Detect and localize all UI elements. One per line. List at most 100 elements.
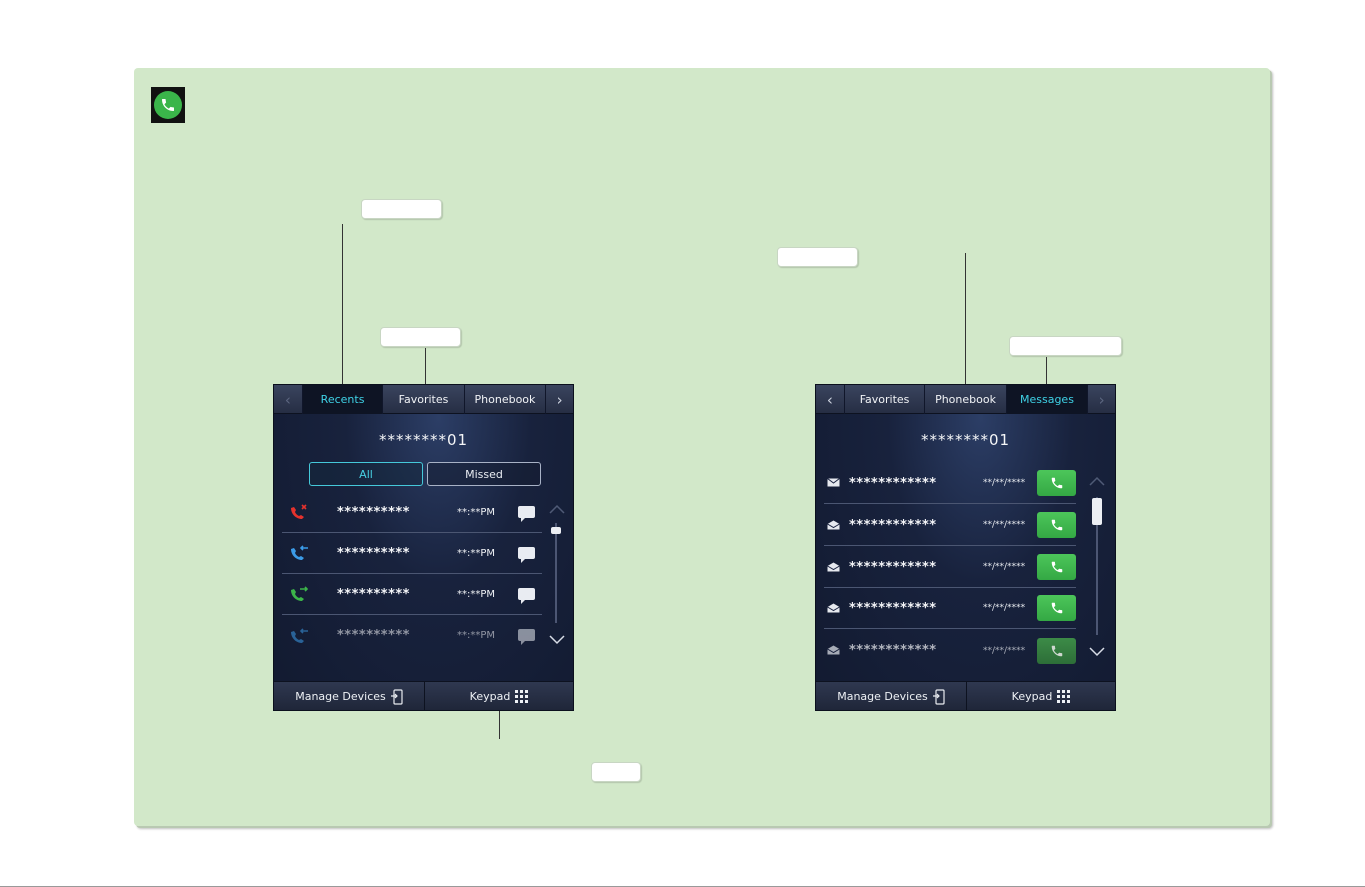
- bottom-bar: Manage Devices Keypad: [816, 681, 1115, 710]
- callout-line-phonebook: [965, 253, 966, 388]
- tab-favorites[interactable]: Favorites: [845, 385, 926, 414]
- callout-label-phonebook: [777, 247, 858, 267]
- callout-label-messages: [1009, 336, 1122, 356]
- call-time: **:**PM: [457, 630, 496, 641]
- call-name: **********: [337, 545, 410, 561]
- call-name: **********: [337, 628, 410, 643]
- message-date: **/**/****: [983, 603, 1026, 613]
- tab-phonebook[interactable]: Phonebook: [925, 385, 1007, 414]
- phone-icon: [1051, 602, 1062, 614]
- filter-all-button[interactable]: All: [309, 462, 423, 486]
- keypad-label: Keypad: [469, 690, 511, 703]
- filter-missed-button[interactable]: Missed: [427, 462, 541, 486]
- call-button[interactable]: [1037, 554, 1076, 580]
- message-bubble-icon[interactable]: [518, 506, 535, 522]
- tab-bar: ‹ Recents Favorites Phonebook ›: [274, 385, 573, 414]
- message-sender: ************: [849, 600, 937, 616]
- callout-label-keypad: [591, 762, 641, 782]
- message-row[interactable]: ************ **/**/****: [824, 505, 1076, 546]
- scrollbar-track[interactable]: [555, 523, 557, 623]
- message-sender: ************: [849, 475, 937, 491]
- tab-phonebook[interactable]: Phonebook: [465, 385, 547, 414]
- manage-devices-button[interactable]: Manage Devices: [816, 682, 966, 710]
- outgoing-call-icon: [288, 585, 310, 603]
- message-sender: ************: [849, 643, 937, 658]
- message-bubble-icon[interactable]: [518, 629, 535, 645]
- message-bubble-icon[interactable]: [518, 547, 535, 563]
- scroll-up-icon[interactable]: [548, 503, 566, 515]
- scroll-up-icon[interactable]: [1088, 475, 1106, 487]
- callout-label-favorites: [380, 327, 461, 347]
- message-date: **/**/****: [983, 645, 1026, 656]
- callout-line-messages: [1046, 357, 1047, 388]
- messages-screen: ‹ Favorites Phonebook Messages › *******…: [815, 384, 1116, 711]
- message-date: **/**/****: [983, 478, 1026, 488]
- keypad-grid-icon: [515, 690, 529, 703]
- call-name: **********: [337, 504, 410, 520]
- tab-recents[interactable]: Recents: [302, 385, 384, 414]
- call-button[interactable]: [1037, 470, 1076, 496]
- keypad-label: Keypad: [1011, 690, 1053, 703]
- tab-prev-arrow[interactable]: ‹: [816, 385, 845, 414]
- scroll-down-icon[interactable]: [548, 633, 566, 645]
- device-phone-icon: [932, 688, 945, 705]
- manage-devices-label: Manage Devices: [295, 690, 386, 703]
- call-time: **:**PM: [457, 506, 496, 518]
- callout-line-recents: [342, 224, 343, 387]
- scrollbar-thumb[interactable]: [551, 527, 561, 534]
- keypad-button[interactable]: Keypad: [966, 682, 1115, 710]
- tab-next-arrow[interactable]: ›: [1098, 390, 1105, 409]
- message-date: **/**/****: [983, 562, 1026, 572]
- manage-devices-button[interactable]: Manage Devices: [274, 682, 424, 710]
- call-name: **********: [337, 586, 410, 602]
- phone-app-icon: [151, 87, 185, 123]
- scrollbar-track[interactable]: [1096, 497, 1098, 635]
- message-bubble-icon[interactable]: [518, 588, 535, 604]
- read-mail-icon: [827, 520, 840, 530]
- call-button[interactable]: [1037, 512, 1076, 538]
- recents-screen: ‹ Recents Favorites Phonebook › ********…: [273, 384, 574, 711]
- call-button[interactable]: [1037, 637, 1076, 664]
- read-mail-icon: [827, 603, 840, 613]
- message-sender: ************: [849, 517, 937, 533]
- call-time: **:**PM: [457, 547, 496, 559]
- call-button[interactable]: [1037, 595, 1076, 621]
- unread-mail-icon: [827, 478, 840, 487]
- tab-next-arrow[interactable]: ›: [556, 390, 563, 409]
- message-row[interactable]: ************ **/**/****: [824, 630, 1076, 671]
- call-row[interactable]: ********** **:**PM: [282, 615, 542, 656]
- scroll-down-icon[interactable]: [1088, 645, 1106, 657]
- message-sender: ************: [849, 559, 937, 575]
- message-row[interactable]: ************ **/**/****: [824, 463, 1076, 504]
- scrollbar-thumb[interactable]: [1092, 498, 1102, 525]
- bottom-bar: Manage Devices Keypad: [274, 681, 573, 710]
- callout-line-favorites: [425, 348, 426, 387]
- call-time: **:**PM: [457, 588, 496, 600]
- call-row[interactable]: ********** **:**PM: [282, 574, 542, 615]
- phone-icon: [1051, 519, 1062, 531]
- phone-icon: [1051, 561, 1062, 573]
- keypad-button[interactable]: Keypad: [424, 682, 573, 710]
- message-date: **/**/****: [983, 520, 1026, 530]
- read-mail-icon: [827, 645, 840, 655]
- incoming-call-icon: [288, 627, 310, 645]
- read-mail-icon: [827, 562, 840, 572]
- tab-favorites[interactable]: Favorites: [383, 385, 465, 414]
- callout-line-keypad: [499, 706, 500, 739]
- call-row[interactable]: ********** **:**PM: [282, 492, 542, 533]
- call-row[interactable]: ********** **:**PM: [282, 533, 542, 574]
- phone-icon: [1051, 477, 1062, 489]
- manage-devices-label: Manage Devices: [837, 690, 928, 703]
- message-row[interactable]: ************ **/**/****: [824, 588, 1076, 629]
- device-phone-icon: [390, 688, 403, 705]
- callout-label-recents: [361, 199, 442, 219]
- phone-icon: [1051, 645, 1062, 656]
- missed-call-icon: [288, 503, 310, 521]
- tab-messages[interactable]: Messages: [1006, 385, 1089, 414]
- message-row[interactable]: ************ **/**/****: [824, 547, 1076, 588]
- tab-prev-arrow[interactable]: ‹: [274, 385, 303, 414]
- incoming-call-icon: [288, 544, 310, 562]
- device-phone-number: ********01: [920, 431, 1011, 449]
- tab-bar: ‹ Favorites Phonebook Messages ›: [816, 385, 1115, 414]
